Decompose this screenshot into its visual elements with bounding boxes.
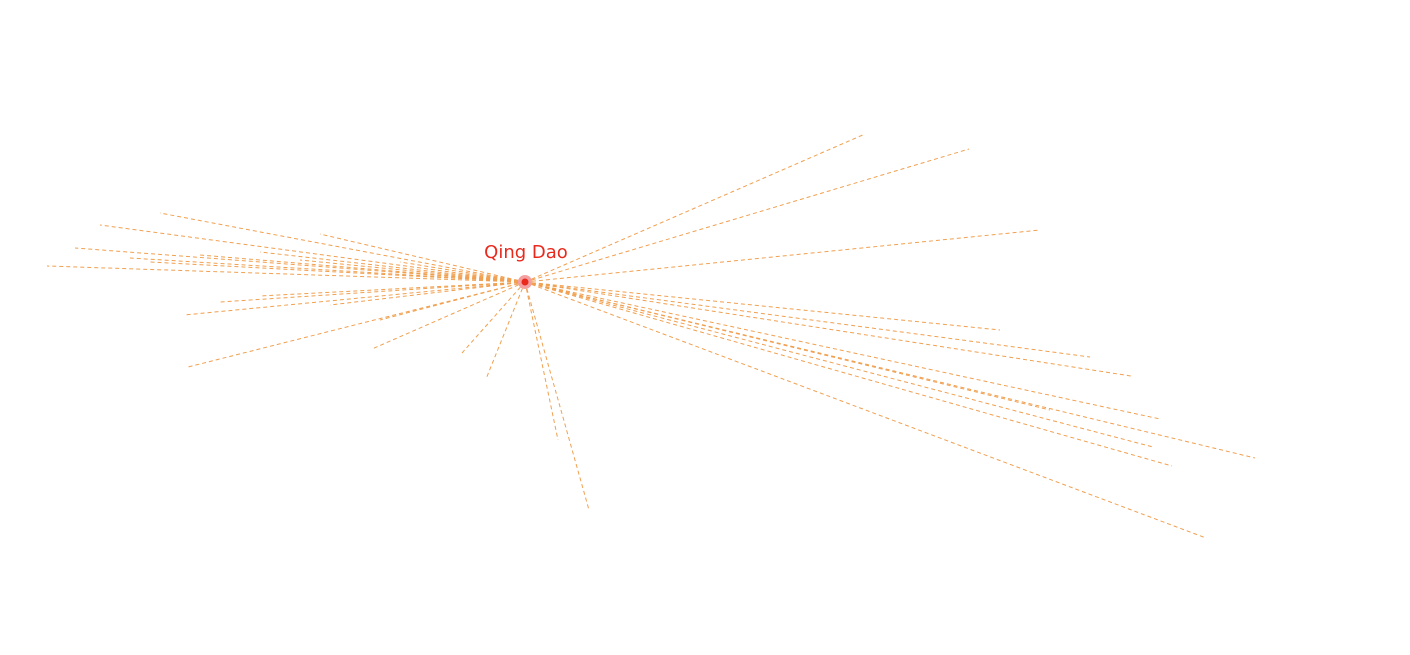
route-line bbox=[524, 148, 970, 283]
route-line bbox=[524, 281, 559, 441]
route-lines bbox=[46, 133, 1256, 539]
route-line bbox=[99, 224, 526, 283]
route-line bbox=[524, 281, 1001, 331]
route-line bbox=[149, 261, 526, 283]
route-line bbox=[159, 212, 526, 283]
route-line bbox=[46, 265, 526, 283]
route-line bbox=[399, 261, 526, 283]
route-line bbox=[524, 281, 1207, 539]
route-line bbox=[524, 281, 1051, 411]
route-line bbox=[524, 281, 1256, 459]
route-line bbox=[259, 281, 526, 297]
route-line bbox=[219, 281, 526, 303]
route-line bbox=[524, 133, 866, 283]
route-line bbox=[524, 229, 1041, 283]
route-line bbox=[485, 281, 526, 380]
route-line bbox=[74, 247, 526, 283]
route-line bbox=[524, 281, 1132, 377]
route-line bbox=[524, 281, 590, 511]
hub-marker[interactable] bbox=[518, 275, 532, 289]
route-line bbox=[259, 251, 526, 283]
route-line bbox=[461, 281, 526, 354]
route-line bbox=[524, 281, 1154, 448]
hub-dot[interactable] bbox=[521, 278, 529, 286]
route-line bbox=[329, 281, 526, 306]
hub-label: Qing Dao bbox=[484, 242, 568, 263]
route-line bbox=[319, 233, 526, 283]
route-line bbox=[524, 281, 1161, 420]
route-line bbox=[199, 254, 526, 283]
route-line bbox=[183, 281, 526, 316]
route-line bbox=[371, 281, 526, 350]
route-line bbox=[524, 281, 1091, 358]
route-line bbox=[299, 259, 526, 283]
route-line bbox=[524, 281, 1173, 467]
route-line bbox=[187, 281, 526, 368]
